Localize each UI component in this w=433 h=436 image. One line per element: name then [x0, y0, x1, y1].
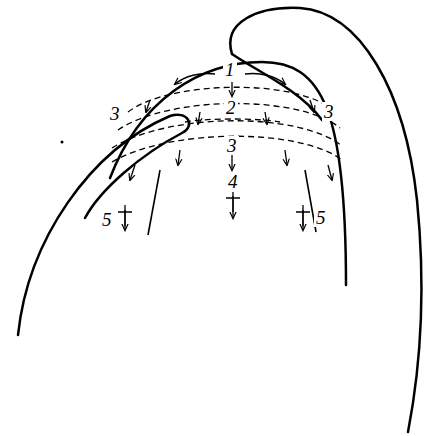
- zone-number: 5: [314, 208, 328, 227]
- zone-number: 2: [224, 98, 238, 117]
- zone-number: 3: [225, 136, 239, 155]
- zone-number: 1: [223, 60, 237, 79]
- zone-boundary: [112, 136, 342, 162]
- right-leaf-outline: [230, 8, 421, 432]
- growth-arrow: [231, 82, 232, 96]
- growth-arrow: [175, 73, 215, 84]
- zone-number: 3: [108, 104, 122, 123]
- procambium-line: [148, 170, 160, 235]
- zone-number: 3: [322, 102, 336, 121]
- zone-number: 4: [226, 172, 240, 191]
- apical-dome: [110, 62, 346, 285]
- growth-arrow: [245, 73, 285, 84]
- zone-number: 5: [100, 210, 114, 229]
- left-leaf-outline: [18, 115, 189, 335]
- dot: [61, 141, 64, 144]
